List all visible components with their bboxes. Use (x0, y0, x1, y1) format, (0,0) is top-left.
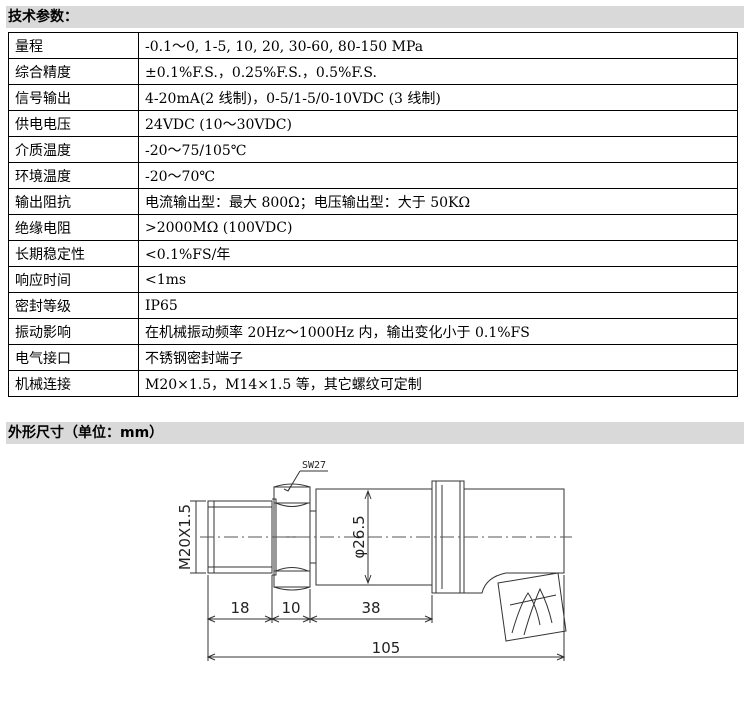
spec-table: 量程-0.1～0, 1-5, 10, 20, 30-60, 80-150 MPa… (8, 32, 738, 397)
dimension-18-label: 18 (230, 599, 249, 617)
spec-value: <1ms (138, 266, 738, 293)
diameter-label: φ26.5 (350, 515, 368, 558)
dimension-drawing: SW27 M20X1.5 φ26.5 18 10 38 105 (176, 460, 572, 661)
spec-value: 不锈钢密封端子 (138, 344, 738, 371)
spec-row: 环境温度-20～70℃ (8, 162, 738, 189)
dimension-105-label: 105 (372, 639, 401, 657)
spec-key: 长期稳定性 (8, 240, 139, 267)
spec-row: 综合精度±0.1%F.S.，0.25%F.S.，0.5%F.S. (8, 58, 738, 85)
spec-value: 4-20mA(2 线制)，0-5/1-5/0-10VDC (3 线制) (138, 84, 738, 111)
spec-table-body: 量程-0.1～0, 1-5, 10, 20, 30-60, 80-150 MPa… (8, 32, 738, 397)
thread-size-label: M20X1.5 (176, 504, 194, 570)
spec-key: 绝缘电阻 (8, 214, 139, 241)
spec-key: 机械连接 (8, 370, 139, 397)
spec-key: 振动影响 (8, 318, 139, 345)
spec-value: <0.1%FS/年 (138, 240, 738, 267)
thread-dimension (190, 500, 206, 574)
spec-row: 振动影响在机械振动频率 20Hz～1000Hz 内，输出变化小于 0.1%FS (8, 318, 738, 345)
spec-value: 电流输出型：最大 800Ω；电压输出型：大于 50KΩ (138, 188, 738, 215)
spec-key: 密封等级 (8, 292, 139, 319)
spec-value: 在机械振动频率 20Hz～1000Hz 内，输出变化小于 0.1%FS (138, 318, 738, 345)
spec-key: 介质温度 (8, 136, 139, 163)
spec-value: ±0.1%F.S.，0.25%F.S.，0.5%F.S. (138, 58, 738, 85)
spec-key: 响应时间 (8, 266, 139, 293)
sw27-leader (283, 470, 328, 492)
spec-value: -0.1～0, 1-5, 10, 20, 30-60, 80-150 MPa (138, 32, 738, 59)
dimension-38-label: 38 (361, 599, 380, 617)
spec-value: -20～70℃ (138, 162, 738, 189)
cable-gland (497, 572, 567, 642)
dimension-row-upper (206, 615, 434, 623)
spec-key: 电气接口 (8, 344, 139, 371)
dimension-section-header: 外形尺寸（单位：mm） (6, 422, 744, 444)
spec-row: 电气接口不锈钢密封端子 (8, 344, 738, 371)
spec-value: M20×1.5，M14×1.5 等，其它螺纹可定制 (138, 370, 738, 397)
spec-value: -20～75/105℃ (138, 136, 738, 163)
spec-row: 响应时间<1ms (8, 266, 738, 293)
spec-key: 量程 (8, 32, 139, 59)
dimension-row-lower (206, 653, 566, 661)
spec-value: IP65 (138, 292, 738, 319)
spec-value: 24VDC (10～30VDC) (138, 110, 738, 137)
hex-size-label: SW27 (302, 460, 326, 471)
spec-row: 量程-0.1～0, 1-5, 10, 20, 30-60, 80-150 MPa (8, 32, 738, 59)
spec-value: >2000MΩ (100VDC) (138, 214, 738, 241)
connector-housing (463, 488, 565, 594)
dimension-10-label: 10 (281, 599, 300, 617)
spec-key: 供电电压 (8, 110, 139, 137)
spec-row: 长期稳定性<0.1%FS/年 (8, 240, 738, 267)
spec-row: 输出阻抗电流输出型：最大 800Ω；电压输出型：大于 50KΩ (8, 188, 738, 215)
spec-key: 信号输出 (8, 84, 139, 111)
spec-section-title: 技术参数： (8, 9, 78, 25)
diameter-dimension (364, 489, 372, 585)
dimension-section-title: 外形尺寸（单位：mm） (8, 425, 164, 441)
spec-row: 绝缘电阻>2000MΩ (100VDC) (8, 214, 738, 241)
spec-key: 综合精度 (8, 58, 139, 85)
spec-key: 环境温度 (8, 162, 139, 189)
spec-key: 输出阻抗 (8, 188, 139, 215)
spec-row: 介质温度-20～75/105℃ (8, 136, 738, 163)
spec-section-header: 技术参数： (6, 6, 744, 28)
